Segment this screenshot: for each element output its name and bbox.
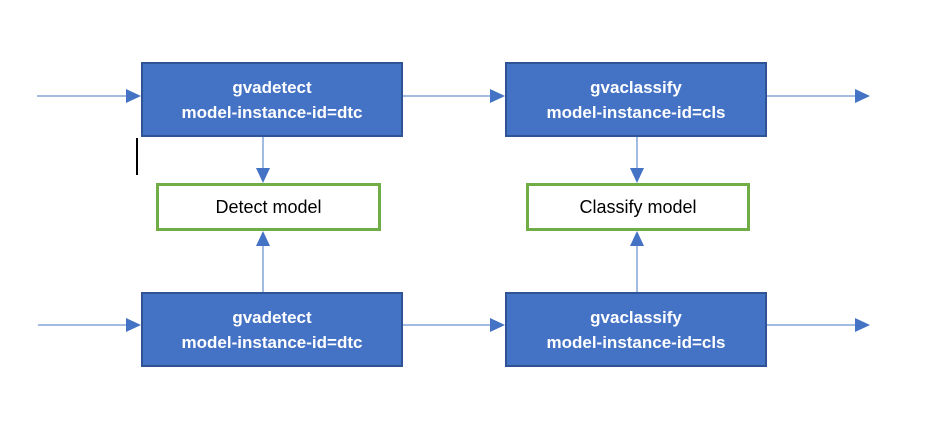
node-gvadetect-bottom: gvadetect model-instance-id=dtc (141, 292, 403, 367)
node-gvaclassify-top-name: gvaclassify (590, 77, 682, 97)
arrowhead-right-icon (126, 318, 141, 332)
arrow-shaft (403, 324, 490, 326)
arrow-shaft (38, 324, 126, 326)
node-gvaclassify-top-param: model-instance-id=cls (546, 102, 726, 122)
model-box-classify-label: Classify model (579, 196, 697, 217)
arrowhead-right-icon (490, 89, 505, 103)
node-gvadetect-bottom-name: gvadetect (232, 307, 312, 327)
node-gvadetect-top: gvadetect model-instance-id=dtc (141, 62, 403, 137)
arrow-shaft (262, 137, 264, 168)
text-cursor (136, 138, 138, 175)
node-gvaclassify-top: gvaclassify model-instance-id=cls (505, 62, 767, 137)
arrowhead-up-icon (256, 231, 270, 246)
node-gvadetect-top-param: model-instance-id=dtc (181, 102, 363, 122)
arrow-shaft (636, 137, 638, 168)
arrowhead-right-icon (855, 89, 870, 103)
arrow-shaft (37, 95, 126, 97)
arrowhead-right-icon (490, 318, 505, 332)
arrow-shaft (403, 95, 490, 97)
arrow-shaft (262, 246, 264, 292)
arrow-shaft (767, 95, 855, 97)
model-box-detect: Detect model (156, 183, 381, 231)
arrowhead-right-icon (126, 89, 141, 103)
model-box-detect-label: Detect model (215, 196, 322, 217)
node-gvadetect-bottom-param: model-instance-id=dtc (181, 332, 363, 352)
arrowhead-up-icon (630, 231, 644, 246)
arrowhead-right-icon (855, 318, 870, 332)
model-box-classify: Classify model (526, 183, 750, 231)
arrowhead-down-icon (630, 168, 644, 183)
arrow-shaft (767, 324, 855, 326)
node-gvaclassify-bottom: gvaclassify model-instance-id=cls (505, 292, 767, 367)
arrow-shaft (636, 246, 638, 292)
arrowhead-down-icon (256, 168, 270, 183)
node-gvadetect-top-name: gvadetect (232, 77, 312, 97)
node-gvaclassify-bottom-param: model-instance-id=cls (546, 332, 726, 352)
node-gvaclassify-bottom-name: gvaclassify (590, 307, 682, 327)
